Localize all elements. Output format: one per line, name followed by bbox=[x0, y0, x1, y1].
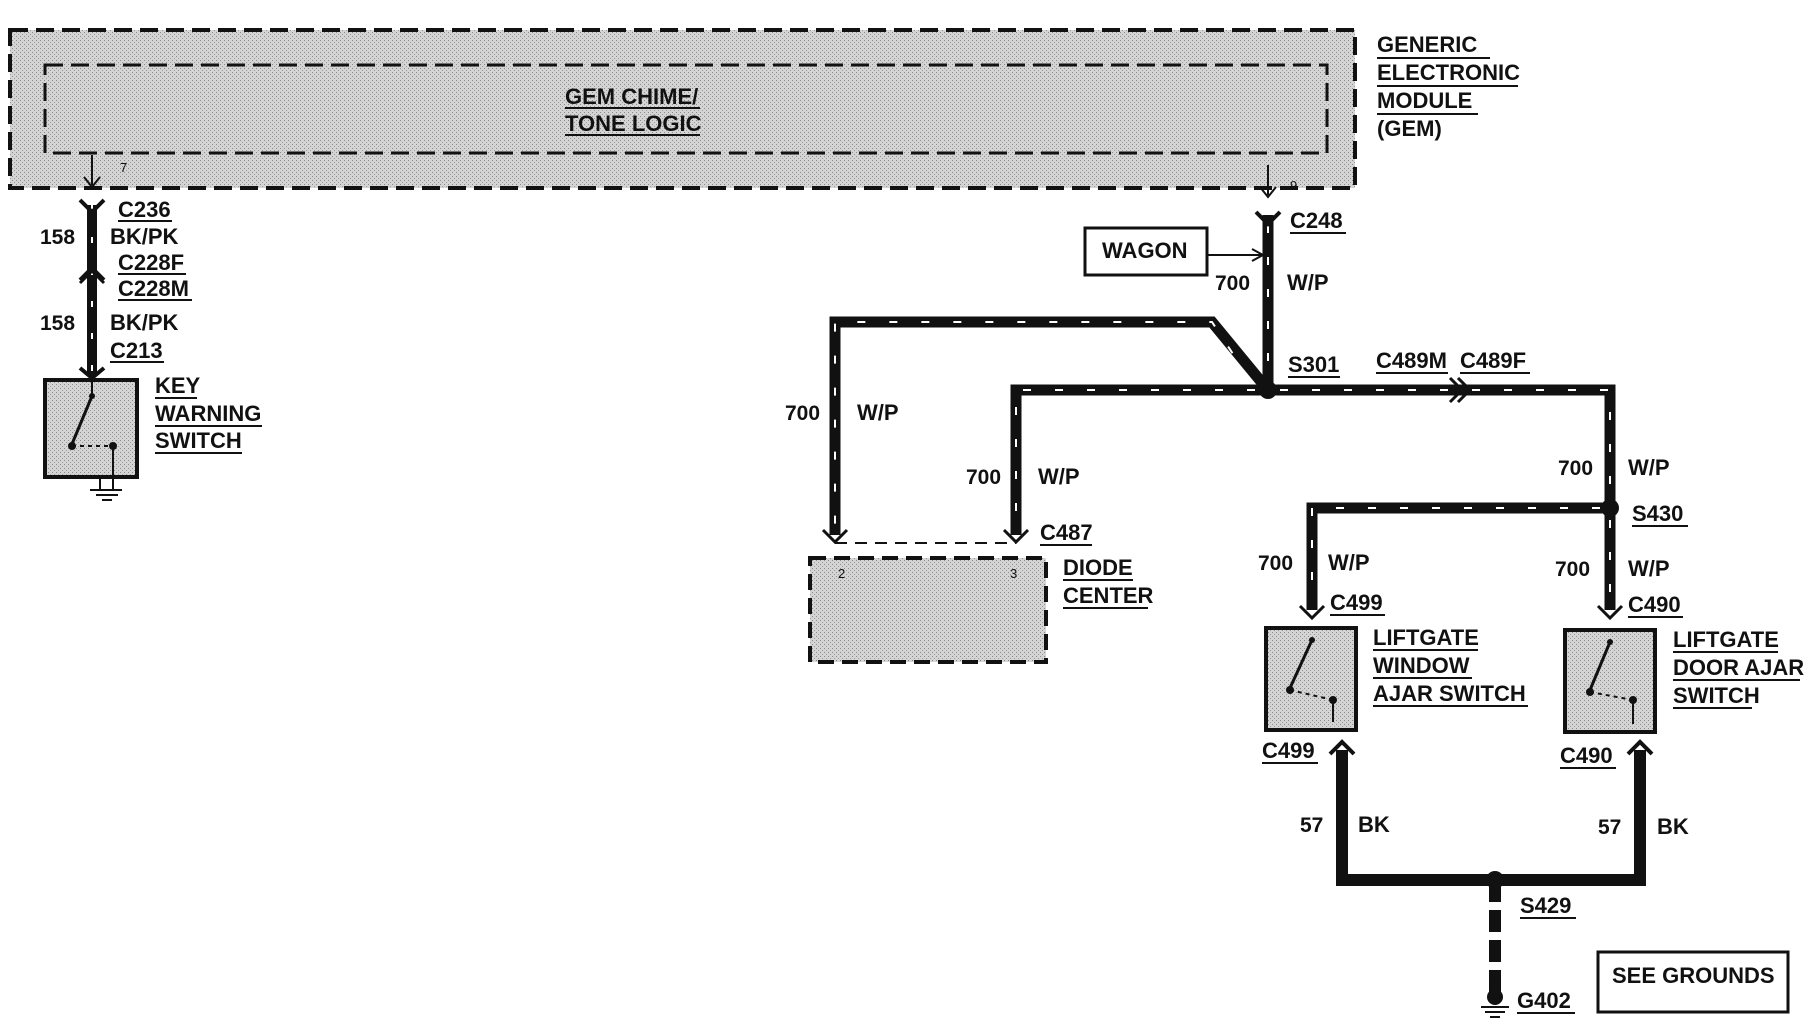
door-switch-line-3: SWITCH bbox=[1673, 683, 1760, 708]
connector-c487: C487 bbox=[1040, 520, 1093, 545]
connector-c236: C236 bbox=[118, 197, 171, 222]
splice-s301 bbox=[1259, 381, 1277, 399]
gem-inner-line-2: TONE LOGIC bbox=[565, 111, 702, 136]
wire-700-right-circuit: 700 bbox=[1558, 457, 1593, 480]
connector-c228m: C228M bbox=[118, 276, 189, 301]
connector-c489m: C489M bbox=[1376, 348, 1447, 373]
wire-700-gem-color: W/P bbox=[1287, 270, 1329, 295]
connector-c499-top: C499 bbox=[1330, 590, 1383, 615]
ground-g402-label: G402 bbox=[1517, 988, 1571, 1013]
splice-s429-label: S429 bbox=[1520, 893, 1571, 918]
wire-158-top-circuit: 158 bbox=[40, 226, 75, 249]
window-switch-line-3: AJAR SWITCH bbox=[1373, 681, 1526, 706]
wire-57-right-color: BK bbox=[1657, 814, 1689, 839]
wire-700-window-color: W/P bbox=[1328, 550, 1370, 575]
splice-s430-label: S430 bbox=[1632, 501, 1683, 526]
gem-name-line-4: (GEM) bbox=[1377, 116, 1442, 141]
connector-c213: C213 bbox=[110, 338, 163, 363]
connector-c499-bottom: C499 bbox=[1262, 738, 1315, 763]
wire-700-mid-circuit: 700 bbox=[966, 466, 1001, 489]
ground-g402-icon bbox=[1481, 989, 1509, 1018]
connector-c490-bottom: C490 bbox=[1560, 743, 1613, 768]
wire-158-top-color: BK/PK bbox=[110, 224, 179, 249]
window-switch-line-2: WINDOW bbox=[1373, 653, 1470, 678]
right-branch: WAGON C248 700 W/P S301 C489M C489F 700 … bbox=[785, 208, 1804, 1018]
wire-158-bottom-circuit: 158 bbox=[40, 312, 75, 335]
diode-center-line-2: CENTER bbox=[1063, 583, 1154, 608]
diode-center-box bbox=[808, 556, 1048, 664]
connector-c228f: C228F bbox=[118, 250, 184, 275]
left-branch: C236 158 BK/PK C228F C228M 158 BK/PK C21… bbox=[40, 197, 262, 501]
window-switch-line-1: LIFTGATE bbox=[1373, 625, 1479, 650]
wire-700-left-circuit: 700 bbox=[785, 402, 820, 425]
connector-c248: C248 bbox=[1290, 208, 1343, 233]
ground-icon bbox=[90, 477, 122, 501]
wire-700-door-color: W/P bbox=[1628, 556, 1670, 581]
key-switch-line-1: KEY bbox=[155, 373, 201, 398]
diode-pin-3: 3 bbox=[1010, 566, 1017, 581]
splice-s430 bbox=[1601, 499, 1619, 517]
splice-s301-label: S301 bbox=[1288, 352, 1339, 377]
wagon-label: WAGON bbox=[1102, 238, 1188, 263]
liftgate-door-switch-box bbox=[1563, 628, 1657, 734]
wire-700-right-color: W/P bbox=[1628, 455, 1670, 480]
diode-center-line-1: DIODE bbox=[1063, 555, 1133, 580]
gem-name-line-3: MODULE bbox=[1377, 88, 1472, 113]
gem-pin-7: 7 bbox=[120, 160, 127, 175]
gem-inner-line-1: GEM CHIME/ bbox=[565, 84, 698, 109]
gem-name-line-2: ELECTRONIC bbox=[1377, 60, 1520, 85]
diode-pin-2: 2 bbox=[838, 566, 845, 581]
see-grounds-label: SEE GROUNDS bbox=[1612, 963, 1775, 988]
wire-700-left-color: W/P bbox=[857, 400, 899, 425]
connector-c490-top: C490 bbox=[1628, 592, 1681, 617]
switch-symbol-icon bbox=[1286, 637, 1337, 722]
gem-name-line-1: GENERIC bbox=[1377, 32, 1477, 57]
wire-700-gem-circuit: 700 bbox=[1215, 272, 1250, 295]
switch-symbol-icon bbox=[68, 380, 117, 490]
gem-module: GEM CHIME/ TONE LOGIC GENERIC ELECTRONIC… bbox=[8, 28, 1520, 199]
door-switch-line-2: DOOR AJAR bbox=[1673, 655, 1804, 680]
gem-pin-9: 9 bbox=[1290, 178, 1297, 193]
connector-c489f: C489F bbox=[1460, 348, 1526, 373]
key-switch-line-2: WARNING bbox=[155, 401, 261, 426]
see-grounds-box bbox=[1596, 950, 1790, 1014]
wire-158-bottom-color: BK/PK bbox=[110, 310, 179, 335]
wire-57-left-color: BK bbox=[1358, 812, 1390, 837]
key-warning-switch-box bbox=[43, 378, 139, 479]
switch-symbol-icon bbox=[1586, 639, 1637, 724]
wire-700-door-circuit: 700 bbox=[1555, 558, 1590, 581]
wire-700-mid-color: W/P bbox=[1038, 464, 1080, 489]
door-switch-line-1: LIFTGATE bbox=[1673, 627, 1779, 652]
wire-57-right-circuit: 57 bbox=[1598, 816, 1621, 839]
key-switch-line-3: SWITCH bbox=[155, 428, 242, 453]
wire-57-left-circuit: 57 bbox=[1300, 814, 1323, 837]
wire-700-window-circuit: 700 bbox=[1258, 552, 1293, 575]
wagon-box bbox=[1083, 226, 1209, 277]
